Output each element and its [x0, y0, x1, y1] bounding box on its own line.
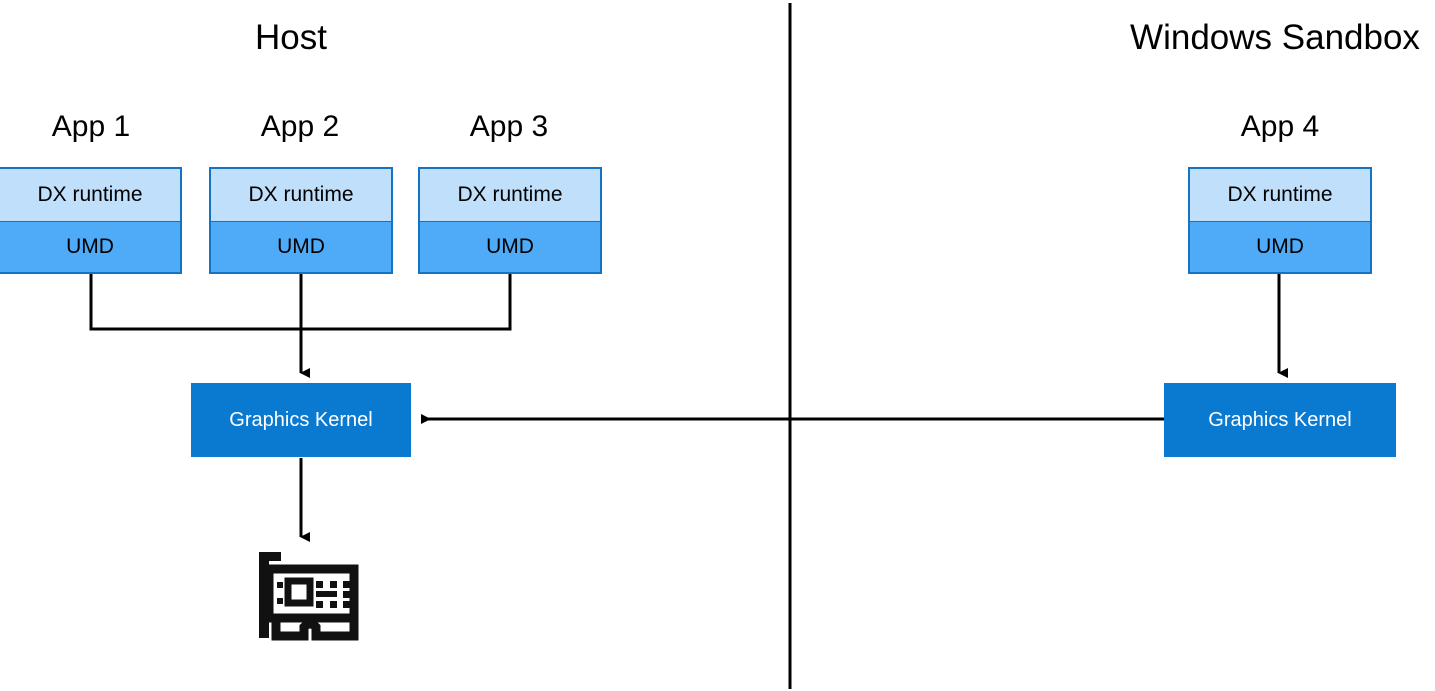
graphics-kernel-sandbox[interactable]: Graphics Kernel [1164, 383, 1396, 457]
app-box-app1[interactable]: DX runtime UMD [0, 167, 182, 274]
app2-dx-runtime-layer[interactable]: DX runtime [211, 169, 391, 222]
app-title-app1: App 1 [0, 112, 191, 142]
zone-title-sandbox: Windows Sandbox [1120, 20, 1430, 55]
app-box-app2[interactable]: DX runtime UMD [209, 167, 393, 274]
app4-umd-layer[interactable]: UMD [1190, 222, 1370, 272]
app2-dx-runtime-label: DX runtime [248, 183, 354, 206]
app-title-app4: App 4 [1180, 112, 1380, 142]
app-box-app4[interactable]: DX runtime UMD [1188, 167, 1372, 274]
app-title-app2: App 2 [200, 112, 400, 142]
graphics-card-icon [259, 552, 359, 641]
app3-umd-layer[interactable]: UMD [420, 222, 600, 272]
app1-umd-label: UMD [66, 235, 114, 258]
app3-dx-runtime-label: DX runtime [457, 183, 563, 206]
graphics-kernel-host-label: Graphics Kernel [229, 408, 373, 431]
zone-title-host-label: Host [255, 18, 327, 57]
app-title-app1-label: App 1 [51, 110, 131, 143]
app4-dx-runtime-layer[interactable]: DX runtime [1190, 169, 1370, 222]
app2-umd-label: UMD [277, 235, 325, 258]
app4-umd-label: UMD [1256, 235, 1304, 258]
gpu-hardware[interactable] [252, 548, 362, 642]
app1-umd-layer[interactable]: UMD [0, 222, 180, 272]
app-title-app3: App 3 [409, 112, 609, 142]
app-title-app4-label: App 4 [1240, 110, 1320, 143]
app-box-app3[interactable]: DX runtime UMD [418, 167, 602, 274]
app4-dx-runtime-label: DX runtime [1227, 183, 1333, 206]
app3-dx-runtime-layer[interactable]: DX runtime [420, 169, 600, 222]
zone-title-host: Host [191, 20, 391, 55]
connector-app3-to-host-kernel [301, 274, 512, 331]
app1-dx-runtime-label: DX runtime [37, 183, 143, 206]
app3-umd-label: UMD [486, 235, 534, 258]
graphics-kernel-sandbox-label: Graphics Kernel [1208, 408, 1352, 431]
app2-umd-layer[interactable]: UMD [211, 222, 391, 272]
app-title-app2-label: App 2 [260, 110, 340, 143]
zone-title-sandbox-label: Windows Sandbox [1130, 18, 1420, 57]
graphics-kernel-host[interactable]: Graphics Kernel [191, 383, 411, 457]
connector-app1-to-host-kernel [89, 274, 301, 331]
app-title-app3-label: App 3 [469, 110, 549, 143]
app1-dx-runtime-layer[interactable]: DX runtime [0, 169, 180, 222]
